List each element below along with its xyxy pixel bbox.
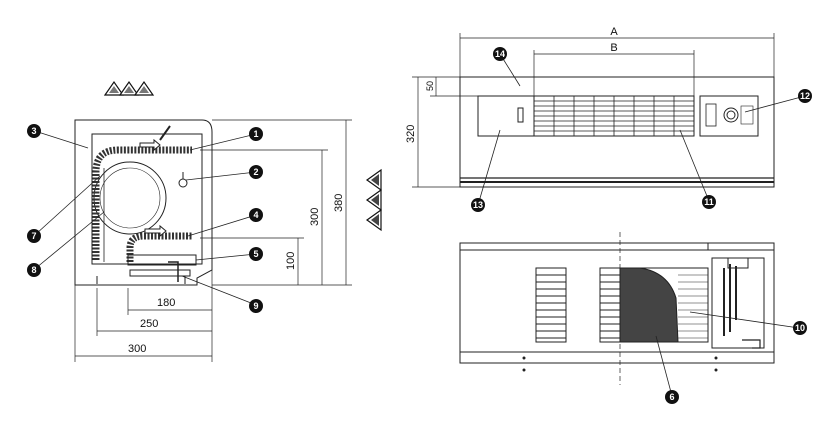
svg-text:13: 13: [473, 200, 483, 210]
plug-icon: [742, 339, 761, 349]
svg-text:9: 9: [253, 301, 258, 311]
front-callouts: 11 12 13 14: [471, 47, 812, 212]
front-view: [459, 76, 775, 188]
side-housing: [74, 119, 213, 286]
rear-louver-left: [535, 267, 567, 343]
front-leader-lines: [477, 53, 806, 206]
dim-50-offset: 50: [425, 81, 435, 91]
callout-4: 4: [249, 208, 263, 222]
fan-wheel: [93, 161, 167, 235]
svg-text:14: 14: [495, 49, 505, 59]
filter-media: [619, 267, 679, 343]
callout-8: 8: [27, 263, 41, 277]
svg-text:7: 7: [31, 231, 36, 241]
dim-250-width: 250: [140, 318, 158, 330]
dim-a: A: [610, 26, 618, 38]
dim-300-height: 300: [309, 208, 321, 226]
dim-b: B: [610, 42, 617, 54]
side-inner-frame: [91, 133, 203, 265]
rear-view: [459, 232, 775, 385]
flow-arrow-icon: [139, 138, 161, 152]
coil-duct-upper: [92, 146, 192, 260]
control-panel: [699, 95, 759, 137]
rear-leader-lines: [655, 311, 800, 397]
rear-callouts: 6 10: [665, 321, 807, 404]
callout-12: 12: [798, 89, 812, 103]
side-view: [74, 119, 213, 286]
valve-icon: [178, 178, 188, 188]
callout-5: 5: [249, 247, 263, 261]
triangle-up-icon: [103, 80, 155, 96]
callout-2: 2: [249, 165, 263, 179]
flow-arrow-icon: [144, 224, 167, 238]
side-callouts: 1 2 3 4 5 7 8 9: [27, 124, 263, 313]
dim-300-width: 300: [128, 343, 146, 355]
callout-9: 9: [249, 299, 263, 313]
rear-housing: [459, 242, 775, 364]
triangle-left-icon: [365, 168, 382, 232]
svg-text:4: 4: [253, 210, 258, 220]
callout-14: 14: [493, 47, 507, 61]
svg-text:11: 11: [704, 197, 714, 207]
callout-7: 7: [27, 229, 41, 243]
svg-text:12: 12: [800, 91, 810, 101]
side-dimensions: [74, 119, 352, 362]
front-housing: [459, 76, 775, 188]
svg-text:10: 10: [795, 323, 805, 333]
callout-1: 1: [249, 127, 263, 141]
grille-slats: [534, 96, 694, 136]
front-dimensions: [412, 33, 775, 188]
svg-text:1: 1: [253, 129, 258, 139]
dim-180-width: 180: [157, 297, 175, 309]
dim-380-height: 380: [333, 194, 345, 212]
svg-text:6: 6: [669, 392, 674, 402]
dim-100-height: 100: [285, 252, 297, 270]
pipe-bundle: [723, 264, 737, 336]
callout-3: 3: [27, 124, 41, 138]
callout-6: 6: [665, 390, 679, 404]
dim-320-height: 320: [405, 125, 417, 143]
callout-11: 11: [702, 195, 716, 209]
svg-text:2: 2: [253, 167, 258, 177]
svg-text:5: 5: [253, 249, 258, 259]
side-leader-lines: [35, 131, 257, 306]
coil-duct-lower: [126, 232, 192, 262]
rear-louver-right: [599, 267, 621, 343]
control-knob-icon: [723, 107, 739, 123]
callout-10: 10: [793, 321, 807, 335]
svg-text:3: 3: [31, 126, 36, 136]
svg-text:8: 8: [31, 265, 36, 275]
callout-13: 13: [471, 198, 485, 212]
left-panel: [477, 95, 535, 137]
